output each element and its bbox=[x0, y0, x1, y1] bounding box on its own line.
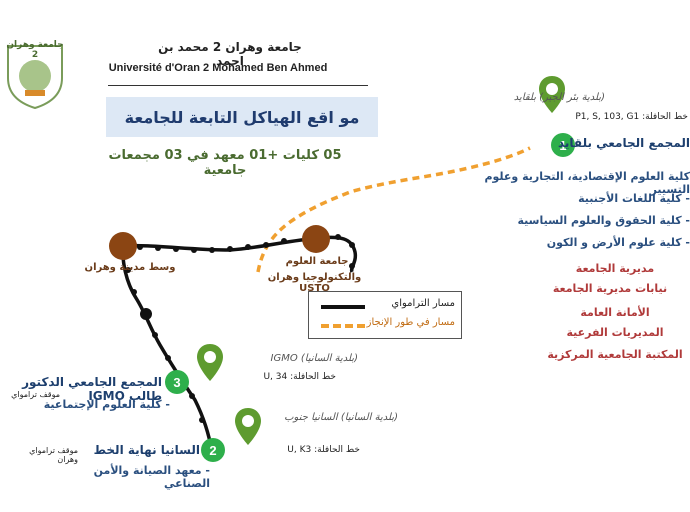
header-divider bbox=[108, 85, 368, 86]
campus-2-badge: 2 bbox=[201, 438, 225, 462]
campus-1-badge: 1 bbox=[551, 133, 575, 157]
campus-3-bus-lines: خط الحافلة: U, 34 bbox=[263, 372, 336, 382]
usto-station bbox=[302, 225, 330, 253]
campus-1-admin: مديرية الجامعة bbox=[575, 262, 655, 275]
campus-1-faculty: - كلية علوم الأرض و الكون bbox=[546, 236, 690, 249]
campus-2-name: السانيا نهاية الخط bbox=[93, 443, 200, 457]
construction-route bbox=[256, 146, 531, 273]
university-logo: جامعة وهران 2 bbox=[2, 38, 68, 110]
page-subtitle: 05 كليات +01 معهد في 03 مجمعات جامعية bbox=[108, 148, 342, 178]
legend-tram-label: مسار الترامواي bbox=[391, 298, 455, 309]
university-name-arabic: جامعة وهران 2 محمد بن احمد bbox=[158, 40, 302, 68]
campus-2-faculty: - معهد الصيانة والأمن الصناعي bbox=[93, 464, 210, 490]
campus-1-faculty: - كلية اللغات الأجنبية bbox=[578, 192, 690, 205]
city-center-label: وسط مدينة وهران bbox=[84, 262, 176, 273]
campus-3-faculty: - كلية العلوم الإجتماعية bbox=[43, 398, 170, 411]
legend-construction: مسار في طور الإنجاز bbox=[315, 316, 455, 334]
campus-2-municipality: (بلدية السانيا) السانيا جنوب bbox=[284, 412, 398, 423]
campus-1-name: المجمع الجامعي بلقايد bbox=[557, 136, 690, 150]
city-center-station bbox=[109, 232, 137, 260]
legend-construction-swatch bbox=[321, 324, 365, 328]
campus-3-name: المجمع الجامعي الدكتور طالب IGMO bbox=[22, 375, 162, 403]
tram-stops bbox=[125, 234, 355, 423]
campus-1-faculty: كلية العلوم الإقتصادية، التجارية وعلوم ا… bbox=[484, 170, 690, 196]
campus-1-faculty: - كلية الحقوق والعلوم السياسية bbox=[517, 214, 690, 227]
legend-construction-label: مسار في طور الإنجاز bbox=[366, 317, 455, 328]
usto-label-line1: جامعة العلوم bbox=[285, 256, 349, 267]
campus-3-badge: 3 bbox=[165, 370, 189, 394]
campus-2-tram-stop: موقف ترامواي وهران bbox=[29, 446, 78, 464]
legend-tram: مسار الترامواي bbox=[315, 297, 455, 315]
campus-1-bus-lines: خط الحافلة: P1, S, 103, G1 bbox=[575, 112, 688, 122]
campus-1-admin: نيابات مديرية الجامعة bbox=[552, 282, 668, 295]
logo-text: جامعة وهران 2 bbox=[6, 40, 64, 60]
campus-1-admin: المديريات الفرعية bbox=[566, 326, 664, 339]
university-name-french: Université d'Oran 2 Mohamed Ben Ahmed bbox=[108, 62, 328, 74]
campus-2-bus-lines: خط الحافلة: U, K3 bbox=[287, 445, 360, 455]
campus-1-admin: المكتبة الجامعية المركزية bbox=[547, 348, 683, 361]
campus-3-tram-stop: موقف ترامواي bbox=[11, 390, 60, 399]
location-pin-icon bbox=[197, 344, 223, 381]
legend-tram-swatch bbox=[321, 305, 365, 309]
location-pin-icon bbox=[235, 408, 261, 445]
campus-1-municipality: (بلدية بئر الجير) بلقايد bbox=[513, 92, 605, 103]
campus-1-admin: الأمانة العامة bbox=[580, 306, 650, 319]
location-pin-icon bbox=[539, 76, 565, 113]
map-legend: مسار الترامواي مسار في طور الإنجاز bbox=[308, 291, 462, 339]
page-title: مو اقع الهياكل التابعة للجامعة bbox=[106, 97, 378, 137]
usto-label-line2: والتكنولوجيا وهران USTO bbox=[267, 272, 362, 294]
campus-3-municipality: (بلدية السانيا) IGMO bbox=[270, 353, 359, 364]
